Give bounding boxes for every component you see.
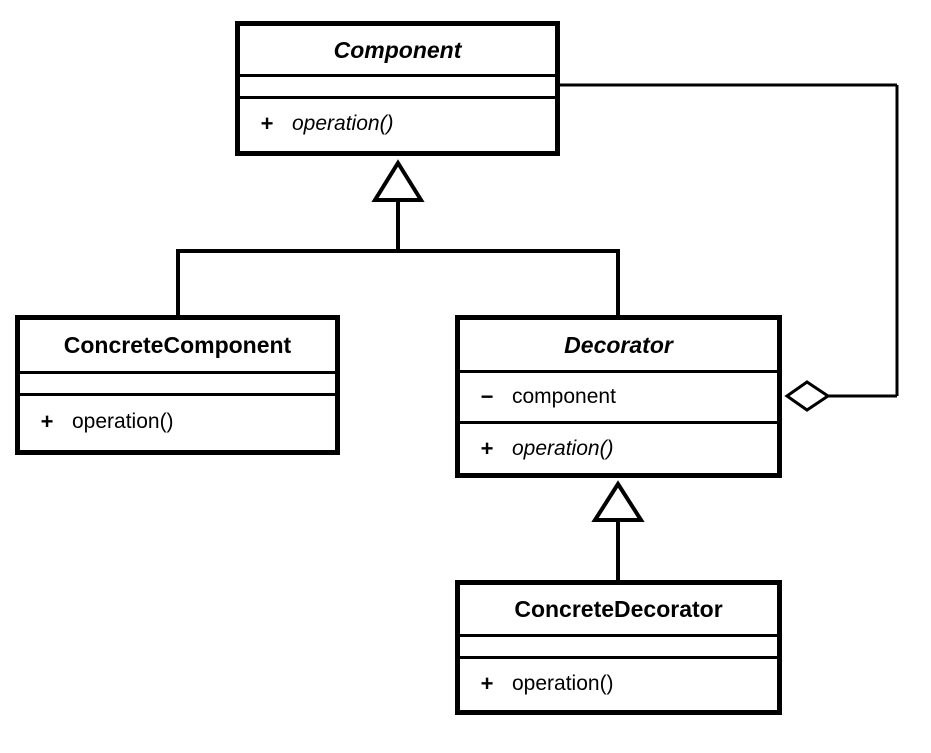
- operation-label-operation: operation(): [72, 410, 174, 433]
- operation-label-operation: operation(): [512, 436, 614, 460]
- operation-label-operation: operation(): [292, 112, 394, 135]
- class-box-concrete-component[interactable]: ConcreteComponent + operation(): [15, 315, 340, 455]
- visibility-marker-private: −: [480, 384, 494, 409]
- class-name-row-decorator: Decorator: [460, 320, 777, 373]
- class-box-decorator[interactable]: Decorator − component + operation(): [455, 315, 782, 478]
- attributes-compartment-component: [240, 77, 555, 99]
- operation-row-concrete-component-operation[interactable]: + operation(): [20, 396, 335, 448]
- visibility-marker-public: +: [480, 435, 494, 461]
- visibility-marker-public: +: [40, 409, 54, 434]
- class-title-concrete-component: ConcreteComponent: [63, 332, 292, 358]
- visibility-marker-public: +: [480, 670, 494, 696]
- operation-row-decorator-operation[interactable]: + operation(): [460, 424, 777, 473]
- generalization-triangle-icon: [591, 480, 645, 522]
- attributes-compartment-concrete-decorator: [460, 637, 777, 659]
- generalization-triangle-icon: [371, 159, 425, 202]
- generalization-to-decorator: [591, 480, 645, 581]
- class-name-row-component: Component: [240, 26, 555, 77]
- class-box-component[interactable]: Component + operation(): [235, 21, 560, 156]
- class-name-row-concrete-decorator: ConcreteDecorator: [460, 585, 777, 637]
- attribute-row-decorator-component[interactable]: − component: [460, 373, 777, 424]
- class-name-row-concrete-component: ConcreteComponent: [20, 320, 335, 374]
- operation-row-component-operation[interactable]: + operation(): [240, 99, 555, 149]
- attributes-compartment-concrete-component: [20, 374, 335, 396]
- operation-label-operation: operation(): [512, 671, 614, 695]
- aggregation-diamond-icon: [784, 380, 831, 412]
- generalization-to-component: [176, 159, 620, 316]
- class-title-component: Component: [333, 36, 462, 63]
- class-title-concrete-decorator: ConcreteDecorator: [514, 596, 723, 622]
- class-box-concrete-decorator[interactable]: ConcreteDecorator + operation(): [455, 580, 782, 715]
- aggregation-decorator-component: [560, 83, 899, 412]
- visibility-marker-public: +: [260, 111, 274, 136]
- attribute-label-component: component: [512, 385, 616, 408]
- class-title-decorator: Decorator: [564, 331, 673, 358]
- operation-row-concrete-decorator-operation[interactable]: + operation(): [460, 659, 777, 708]
